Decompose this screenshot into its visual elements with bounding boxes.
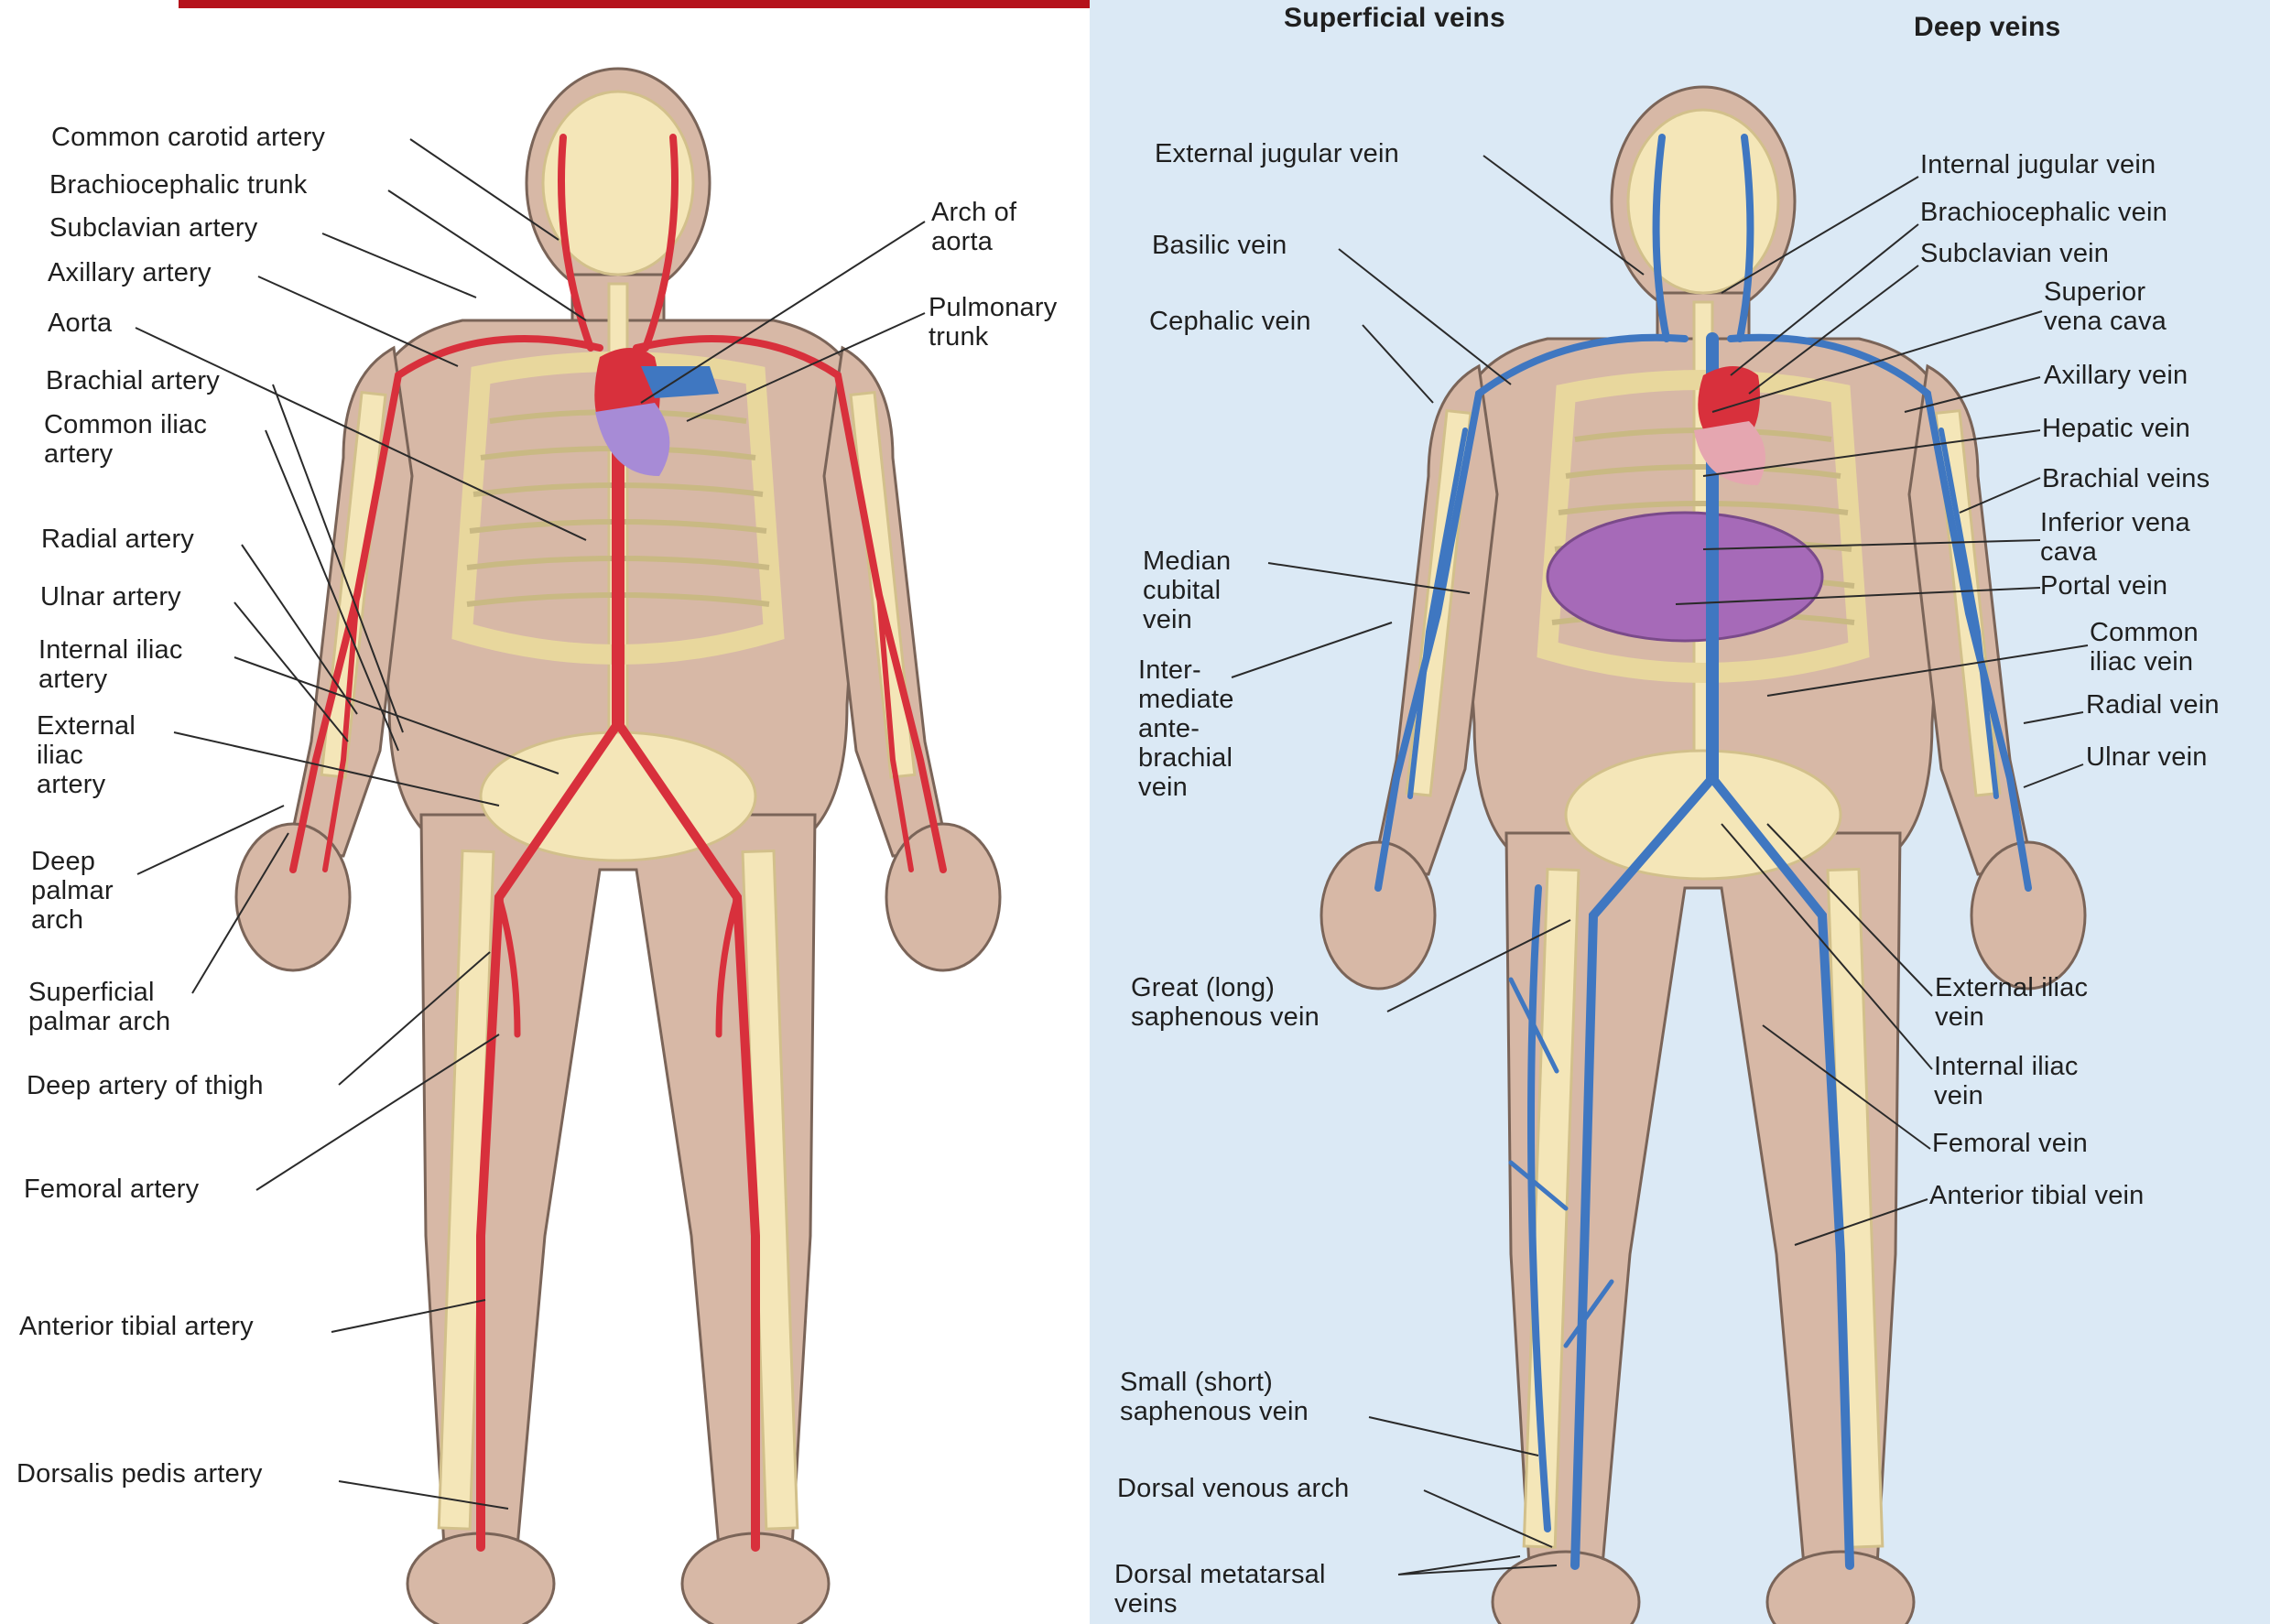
label-external-iliac-artery: External iliac artery xyxy=(37,711,136,799)
label-axillary-vein: Axillary vein xyxy=(2044,361,2189,390)
label-brachiocephalic-vein: Brachiocephalic vein xyxy=(1920,198,2167,227)
label-femoral-vein: Femoral vein xyxy=(1932,1129,2089,1158)
label-radial-vein: Radial vein xyxy=(2086,690,2220,720)
label-brachiocephalic-trunk: Brachiocephalic trunk xyxy=(49,170,308,200)
label-common-iliac-artery: Common iliac artery xyxy=(44,410,208,469)
label-median-cubital-vein: Median cubital vein xyxy=(1143,547,1232,634)
arteries-figure xyxy=(234,67,1002,1624)
label-internal-jugular-vein: Internal jugular vein xyxy=(1920,150,2156,179)
label-axillary-artery: Axillary artery xyxy=(48,258,212,287)
label-portal-vein: Portal vein xyxy=(2040,571,2168,601)
label-external-jugular-vein: External jugular vein xyxy=(1155,139,1399,168)
label-anterior-tibial-artery: Anterior tibial artery xyxy=(19,1312,254,1341)
label-basilic-vein: Basilic vein xyxy=(1152,231,1287,260)
label-common-carotid-artery: Common carotid artery xyxy=(51,123,326,152)
leader-lines xyxy=(135,138,2089,1575)
label-pulmonary-trunk: Pulmonary trunk xyxy=(929,293,1058,352)
label-brachial-veins: Brachial veins xyxy=(2042,464,2210,493)
label-superior-vena-cava: Superior vena cava xyxy=(2044,277,2167,336)
label-anterior-tibial-vein: Anterior tibial vein xyxy=(1929,1181,2145,1210)
label-common-iliac-vein: Common iliac vein xyxy=(2090,618,2199,677)
label-radial-artery: Radial artery xyxy=(41,525,194,554)
label-external-iliac-vein: External iliac vein xyxy=(1935,973,2089,1032)
label-brachial-artery: Brachial artery xyxy=(46,366,220,395)
header-superficial-veins: Superficial veins xyxy=(1284,3,1505,33)
label-dorsal-venous-arch: Dorsal venous arch xyxy=(1117,1474,1350,1503)
label-aorta: Aorta xyxy=(48,309,113,338)
label-cephalic-vein: Cephalic vein xyxy=(1149,307,1311,336)
label-hepatic-vein: Hepatic vein xyxy=(2042,414,2190,443)
label-superficial-palmar-arch: Superficial palmar arch xyxy=(28,978,171,1036)
header-deep-veins: Deep veins xyxy=(1914,12,2061,42)
label-subclavian-vein: Subclavian vein xyxy=(1920,239,2110,268)
label-deep-artery-of-thigh: Deep artery of thigh xyxy=(27,1071,264,1100)
label-deep-palmar-arch: Deep palmar arch xyxy=(31,847,114,935)
label-dorsalis-pedis-artery: Dorsalis pedis artery xyxy=(16,1459,263,1489)
label-internal-iliac-vein: Internal iliac vein xyxy=(1934,1052,2079,1110)
label-arch-of-aorta: Arch of aorta xyxy=(931,198,1017,256)
label-inferior-vena-cava: Inferior vena cava xyxy=(2040,508,2190,567)
label-ulnar-artery: Ulnar artery xyxy=(40,582,181,612)
label-dorsal-metatarsal-veins: Dorsal metatarsal veins xyxy=(1114,1560,1326,1619)
label-subclavian-artery: Subclavian artery xyxy=(49,213,258,243)
label-internal-iliac-artery: Internal iliac artery xyxy=(38,635,183,694)
label-intermediate-antebrachial-vein: Inter- mediate ante- brachial vein xyxy=(1138,655,1234,802)
label-small-saphenous-vein: Small (short) saphenous vein xyxy=(1120,1368,1309,1426)
label-ulnar-vein: Ulnar vein xyxy=(2086,742,2208,772)
label-great-saphenous-vein: Great (long) saphenous vein xyxy=(1131,973,1320,1032)
label-femoral-artery: Femoral artery xyxy=(24,1175,200,1204)
